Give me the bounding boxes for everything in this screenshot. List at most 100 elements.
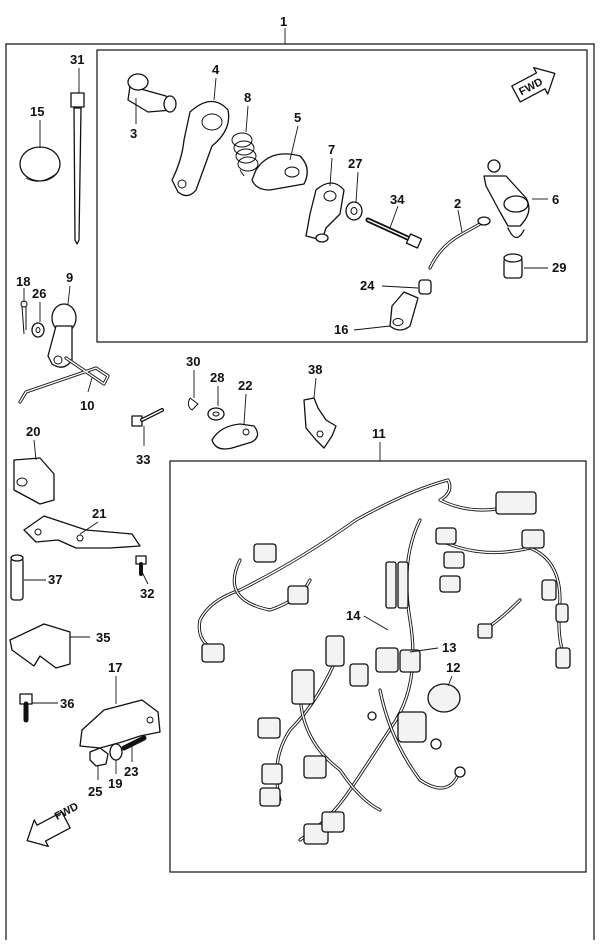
callout-36: 36 [60,696,74,711]
connector-t [321,811,345,833]
part-7-bracket [305,182,345,243]
callout-32: 32 [140,586,154,601]
part-3-sleeve [127,73,177,113]
callout-21: 21 [92,506,106,521]
part-11-wire-harness [197,478,571,845]
part-34-bolt [365,217,423,249]
connector-q [259,787,281,807]
callout-34: 34 [390,192,405,207]
callout-15: 15 [30,104,44,119]
callout-25: 25 [88,784,102,799]
part-17-bracket [79,699,161,749]
callout-22: 22 [238,378,252,393]
callout-1: 1 [280,14,287,29]
connector-f [521,529,545,549]
part-2-rod [428,216,491,270]
ring-terminal-b [430,738,442,750]
part-24-collar [418,279,432,295]
part-20-stopper [13,457,55,505]
connector-h [555,603,569,623]
part-29-bushing [503,253,523,279]
part-23-stud [121,735,147,751]
part-36-screw [19,693,33,723]
callout-37: 37 [48,572,62,587]
part-26-washer [31,322,45,338]
part-32-screw [135,555,147,576]
relay-14b [397,561,409,609]
callout-28: 28 [210,370,224,385]
connector-r [303,755,327,779]
connector-l [325,635,345,667]
part-37-pin [10,554,24,601]
part-25-nut [89,747,109,767]
part-5-cam [251,153,308,191]
callout-27: 27 [348,156,362,171]
callout-23: 23 [124,764,138,779]
connector-p [261,763,283,785]
part-15-plug [19,146,61,182]
callout-26: 26 [32,286,46,301]
relay-block [397,711,427,743]
callout-9: 9 [66,270,73,285]
callout-4: 4 [212,62,220,77]
connector-m [349,663,369,687]
callout-24: 24 [360,278,375,293]
part-30-clip [187,397,199,411]
part-28-washer [207,407,225,421]
part-27-washer [345,201,363,221]
callout-13: 13 [442,640,456,655]
part-10-rod [18,356,110,404]
ring-terminal-a [454,766,466,778]
connector-j [477,623,493,639]
connector-n [291,669,315,705]
leader-lines [23,28,548,780]
callout-7: 7 [328,142,335,157]
callout-8: 8 [244,90,251,105]
part-31-cable-tie [70,92,85,245]
callout-20: 20 [26,424,40,439]
part-6-arm [483,159,530,239]
part-38-bracket [303,397,337,449]
part-21-bracket [23,515,141,549]
callout-6: 6 [552,192,559,207]
part-9-link [47,303,77,368]
connector-b [287,585,309,605]
callout-18: 18 [16,274,30,289]
callout-30: 30 [186,354,200,369]
connector-c [435,527,457,545]
callout-10: 10 [80,398,94,413]
connector-d [443,551,465,569]
callout-35: 35 [96,630,110,645]
callout-31: 31 [70,52,84,67]
callout-38: 38 [308,362,322,377]
connector-g [541,579,557,601]
callout-33: 33 [136,452,150,467]
callout-19: 19 [108,776,122,791]
connector-13b [399,649,421,673]
callout-2: 2 [454,196,461,211]
relay-14a [385,561,397,609]
connector-e [439,575,461,593]
harness-frame [169,460,587,873]
outer-kit-frame [5,43,595,940]
fwd-arrow-top: FWD [511,66,556,103]
callout-29: 29 [552,260,566,275]
callout-5: 5 [294,110,301,125]
connector-main [495,491,537,515]
part-18-cotter-pin [20,300,28,335]
callout-16: 16 [334,322,348,337]
connector-k [201,643,225,663]
part-22-link [211,423,259,450]
fwd-arrow-bottom: FWD [26,800,81,848]
fwd-label-bottom: FWD [53,800,81,822]
connector-a [253,543,277,563]
callout-17: 17 [108,660,122,675]
ring-terminal-c [367,711,377,721]
upper-subassembly-frame [96,49,588,343]
callout-12: 12 [446,660,460,675]
connector-o [257,717,281,739]
part-4-lever [171,100,230,197]
part-35-cam-plate [9,623,71,669]
